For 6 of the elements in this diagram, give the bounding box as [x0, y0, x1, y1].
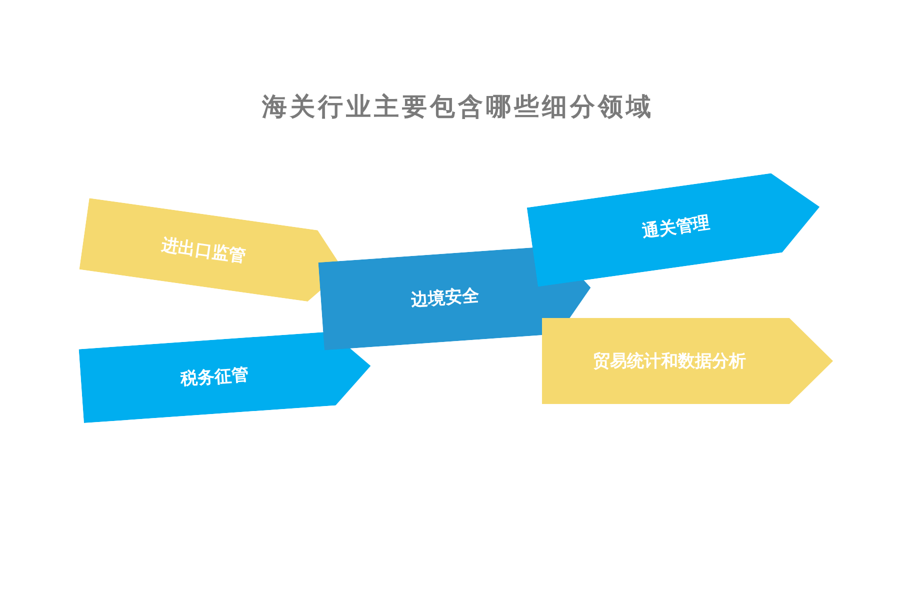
banner-label: 边境安全	[410, 284, 480, 312]
banner-label: 税务征管	[180, 364, 250, 391]
banner-label: 贸易统计和数据分析	[593, 350, 746, 372]
banner-label: 通关管理	[640, 212, 712, 244]
title: 海关行业主要包含哪些细分领域	[260, 91, 655, 123]
banner-label: 进出口监管	[160, 234, 248, 268]
